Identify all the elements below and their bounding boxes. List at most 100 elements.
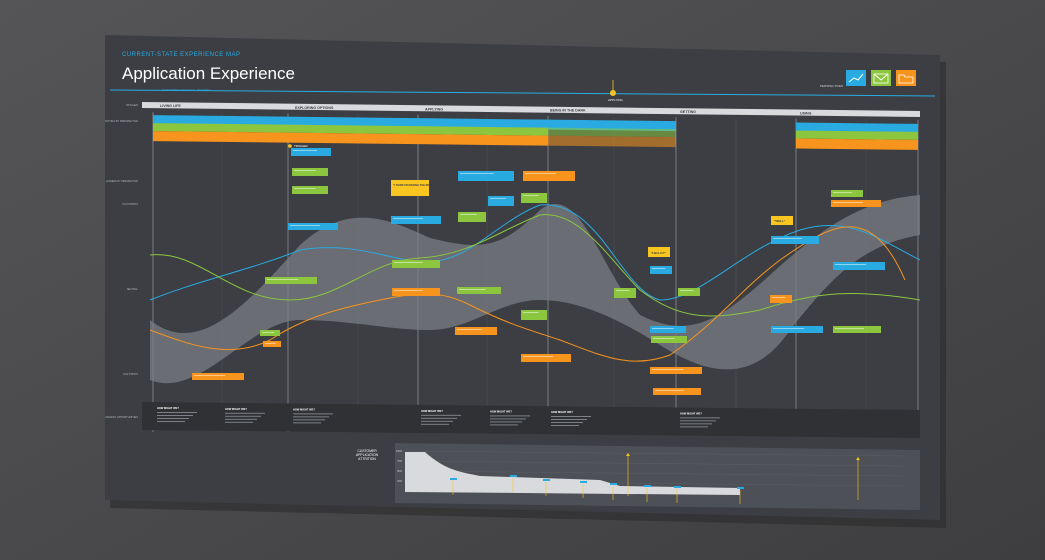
business-text-line-5-1 bbox=[551, 419, 587, 420]
attrition-marker-flag-1 bbox=[510, 475, 517, 477]
stage-label-5: USING bbox=[800, 112, 812, 116]
activity-band-2-2 bbox=[548, 135, 676, 148]
sticky-note-25 bbox=[650, 367, 702, 374]
attrition-milestone-arrow-1 bbox=[856, 457, 860, 460]
journey-timeline bbox=[109, 89, 936, 97]
row-label-low: LOW POINTS bbox=[123, 373, 138, 376]
attrition-area bbox=[405, 452, 740, 495]
business-text-line-6-2 bbox=[680, 423, 712, 425]
business-text-line-2-0 bbox=[293, 413, 333, 415]
business-text-line-6-3 bbox=[680, 426, 708, 428]
attrition-marker-flag-3 bbox=[580, 481, 587, 483]
business-text-line-1-2 bbox=[225, 418, 257, 420]
trigger-marker bbox=[288, 144, 292, 148]
map-subtitle: CUSTOMER FINANCIAL JOURNEY bbox=[162, 88, 211, 92]
business-text-line-4-1 bbox=[490, 418, 526, 420]
stage-label-0: LIVING LIFE bbox=[160, 104, 181, 108]
sticky-note-6 bbox=[292, 168, 328, 176]
chart-icon bbox=[846, 70, 866, 86]
business-text-line-2-2 bbox=[293, 419, 325, 421]
sticky-note-13 bbox=[488, 196, 514, 206]
attrition-marker-flag-4 bbox=[610, 483, 617, 485]
business-text-line-3-0 bbox=[421, 414, 461, 416]
sticky-note-26 bbox=[653, 388, 701, 395]
row-label-moments: MOMENTS, EMOTIONS, & NEEDS BY PERSPECTIV… bbox=[79, 180, 139, 183]
business-band bbox=[142, 402, 920, 438]
business-text-line-3-3 bbox=[421, 423, 449, 425]
business-text-line-3-1 bbox=[421, 417, 457, 419]
business-text-line-1-3 bbox=[225, 421, 253, 423]
sticky-note-3 bbox=[192, 373, 244, 380]
attrition-marker-flag-2 bbox=[543, 479, 550, 481]
attrition-markers bbox=[450, 453, 860, 504]
callout-well-text: "WELL" bbox=[774, 219, 786, 223]
attrition-grid-0 bbox=[403, 450, 906, 457]
folder-icon bbox=[896, 70, 916, 86]
activity-band-0-2 bbox=[153, 131, 418, 145]
attrition-tick-0: 100% bbox=[396, 450, 403, 453]
sticky-notes bbox=[192, 148, 885, 395]
sticky-note-2 bbox=[263, 341, 281, 347]
row-label-business: BUSINESS OPPORTUNITIES bbox=[103, 415, 138, 419]
stage-label-4: GETTING bbox=[680, 110, 696, 114]
attrition-tick-3: 25% bbox=[397, 480, 403, 483]
activity-bands bbox=[153, 115, 918, 150]
attrition-marker-flag-7 bbox=[737, 487, 744, 489]
activity-band-3-1 bbox=[796, 130, 918, 140]
business-header-5: HOW MIGHT WE? bbox=[551, 410, 573, 414]
business-text-line-0-1 bbox=[157, 415, 193, 416]
sticky-note-18 bbox=[521, 310, 547, 320]
map-title: Application Experience bbox=[122, 64, 295, 83]
sticky-note-5 bbox=[291, 148, 331, 156]
business-text-line-4-3 bbox=[490, 424, 518, 426]
sticky-note-12 bbox=[458, 212, 486, 222]
attrition-axis: 100%75%50%25% bbox=[396, 450, 906, 487]
sticky-note-30 bbox=[831, 190, 863, 197]
sticky-note-31 bbox=[831, 200, 881, 207]
callout-right-choice-text: "I THINK I'M MAKING THE RIGHT CHOICE" bbox=[393, 183, 447, 187]
row-label-stages: STAGES bbox=[126, 103, 138, 107]
attrition-title-1: CUSTOMER bbox=[357, 449, 377, 453]
envelope-icon bbox=[871, 70, 891, 86]
sticky-note-8 bbox=[391, 216, 441, 224]
activity-band-1-1 bbox=[418, 126, 548, 136]
callout-well: "WELL" bbox=[771, 216, 793, 225]
business-header-0: HOW MIGHT WE? bbox=[157, 406, 179, 410]
business-text-line-6-1 bbox=[680, 420, 716, 422]
stage-label-2: APPLYING bbox=[425, 107, 443, 111]
row-label-high: HIGH POINTS bbox=[122, 203, 138, 206]
attrition-milestone-arrow-0 bbox=[626, 453, 630, 456]
stage-label-1: EXPLORING OPTIONS bbox=[295, 106, 334, 110]
business-header-1: HOW MIGHT WE? bbox=[225, 407, 247, 411]
attrition-panel bbox=[395, 443, 920, 510]
business-text-line-1-0 bbox=[225, 412, 265, 414]
sticky-note-22 bbox=[678, 288, 700, 296]
business-text-line-0-2 bbox=[157, 418, 189, 419]
sticky-note-0 bbox=[265, 277, 317, 284]
sticky-note-21 bbox=[650, 266, 672, 274]
business-header-3: HOW MIGHT WE? bbox=[421, 409, 443, 413]
stage-band bbox=[142, 102, 920, 117]
row-label-activities: ACTIVITIES BY PERSPECTIVE bbox=[101, 119, 138, 123]
attrition-tick-2: 50% bbox=[397, 470, 403, 473]
callout-hello-text: "HELLO?" bbox=[651, 251, 666, 255]
business-text-line-1-1 bbox=[225, 415, 261, 417]
business-header-4: HOW MIGHT WE? bbox=[490, 410, 512, 414]
business-text-line-2-1 bbox=[293, 416, 329, 418]
sticky-note-20 bbox=[614, 288, 636, 298]
sticky-note-15 bbox=[455, 327, 497, 335]
sticky-note-11 bbox=[458, 171, 514, 181]
attrition-marker-flag-6 bbox=[674, 486, 681, 488]
emotion-ribbon bbox=[150, 195, 920, 384]
callout-right-choice: "I THINK I'M MAKING THE RIGHT CHOICE" bbox=[391, 180, 447, 196]
business-text-line-5-2 bbox=[551, 422, 583, 423]
business-text-line-6-0 bbox=[680, 417, 720, 419]
activity-band-3-2 bbox=[796, 138, 918, 150]
attrition-marker-flag-5 bbox=[644, 485, 651, 487]
sticky-note-17 bbox=[521, 193, 547, 203]
attrition-grid-1 bbox=[403, 460, 906, 467]
sticky-note-32 bbox=[833, 262, 885, 270]
business-text-line-2-3 bbox=[293, 422, 321, 424]
